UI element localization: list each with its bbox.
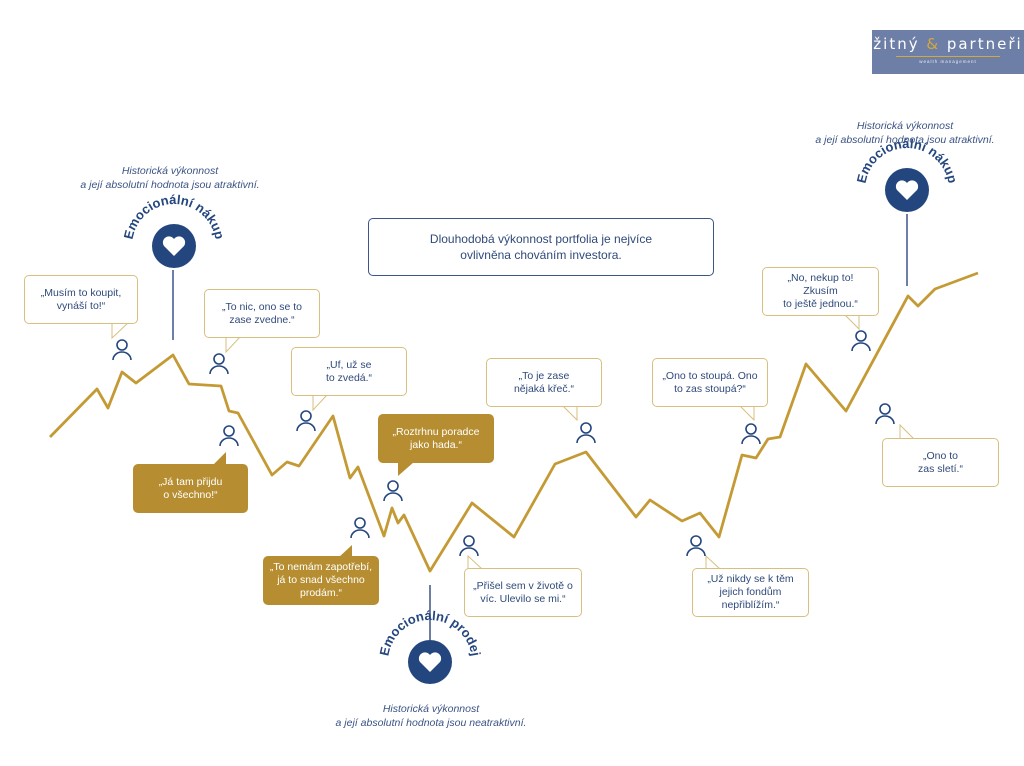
quote-text: „Musím to koupit, vynáší to!“ xyxy=(40,286,122,312)
quote-text: „To je zase nějaká křeč.“ xyxy=(513,369,575,395)
market-line xyxy=(48,271,979,573)
logo-name-part2: partneři xyxy=(940,35,1023,53)
person-icon xyxy=(851,330,871,352)
quote-bubble: „Přišel sem v životě o víc. Ulevilo se m… xyxy=(464,568,582,617)
quote-bubble: „Ono to stoupá. Ono to zas stoupá?“ xyxy=(652,358,768,407)
quote-text: „Přišel sem v životě o víc. Ulevilo se m… xyxy=(473,579,573,605)
logo-tagline: wealth management xyxy=(919,59,977,64)
person-icon xyxy=(741,423,761,445)
person-icon xyxy=(875,403,895,425)
quote-bubble: „Roztrhnu poradce jako hada.“ xyxy=(378,414,494,463)
key-message-text: Dlouhodobá výkonnost portfolia je nejvíc… xyxy=(429,232,653,262)
quote-bubble: „Musím to koupit, vynáší to!“ xyxy=(24,275,138,324)
person-icon xyxy=(459,535,479,557)
quote-bubble: „Já tam přijdu o všechno!“ xyxy=(133,464,248,513)
person-icon xyxy=(219,425,239,447)
person-icon xyxy=(576,422,596,444)
quote-text: „Roztrhnu poradce jako hada.“ xyxy=(392,425,480,451)
logo-name-part1: žitný xyxy=(873,35,927,53)
person-icon xyxy=(296,410,316,432)
note-sell: Historická výkonnost a její absolutní ho… xyxy=(335,703,527,729)
quote-text: „Uf, už se to zvedá.“ xyxy=(325,358,373,384)
quote-bubble: „Ono to zas sletí.“ xyxy=(882,438,999,487)
emotional-sell-badge: Emocionální prodej xyxy=(376,608,484,684)
person-icon xyxy=(209,353,229,375)
quote-text: „Už nikdy se k těm jejich fondům nepřibl… xyxy=(707,573,794,611)
quote-bubble: „To je zase nějaká křeč.“ xyxy=(486,358,602,407)
note-buy-left: Historická výkonnost a její absolutní ho… xyxy=(80,165,260,191)
key-message-box: Dlouhodobá výkonnost portfolia je nejvíc… xyxy=(368,218,714,276)
note-buy-right: Historická výkonnost a její absolutní ho… xyxy=(815,120,995,146)
quote-bubble: „To nemám zapotřebí, já to snad všechno … xyxy=(263,556,379,605)
quote-text: „Já tam přijdu o všechno!“ xyxy=(158,475,223,501)
person-icons xyxy=(112,330,895,557)
person-icon xyxy=(112,339,132,361)
quote-bubble: „To nic, ono se to zase zvedne.“ xyxy=(204,289,320,338)
quote-bubble: „No, nekup to! Zkusím to ještě jednou.“ xyxy=(762,267,879,316)
quote-text: „Ono to zas sletí.“ xyxy=(918,449,963,475)
heart-icon xyxy=(895,180,919,200)
quote-bubble: „Uf, už se to zvedá.“ xyxy=(291,347,407,396)
person-icon xyxy=(383,480,403,502)
heart-icon xyxy=(162,236,186,256)
logo-ampersand: & xyxy=(926,35,941,53)
person-icon xyxy=(686,535,706,557)
quote-text: „Ono to stoupá. Ono to zas stoupá?“ xyxy=(662,369,758,395)
heart-icon xyxy=(418,652,442,672)
quote-bubble: „Už nikdy se k těm jejich fondům nepřibl… xyxy=(692,568,809,617)
emotional-buy-badge-right: Emocionální nákup xyxy=(854,136,960,212)
logo-divider xyxy=(896,56,1000,57)
bubble-tails xyxy=(111,314,916,570)
quote-text: „To nemám zapotřebí, já to snad všechno … xyxy=(269,561,373,599)
person-icon xyxy=(350,517,370,539)
logo: žitný & partneři wealth management xyxy=(872,30,1024,74)
quote-text: „No, nekup to! Zkusím to ještě jednou.“ xyxy=(783,272,858,310)
emotional-buy-badge-left: Emocionální nákup xyxy=(121,192,227,268)
quote-text: „To nic, ono se to zase zvedne.“ xyxy=(222,300,302,326)
